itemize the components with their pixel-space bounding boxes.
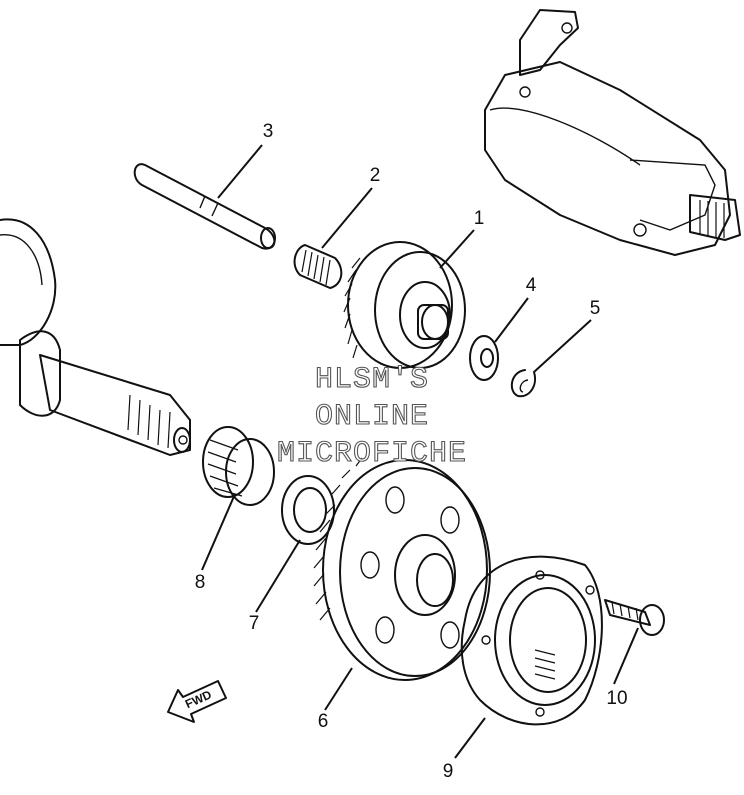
watermark: HLSM'S ONLINE MICROFICHE	[276, 362, 467, 471]
callout-3: 3	[263, 121, 274, 142]
shaft-part-3	[133, 163, 276, 250]
callout-2: 2	[370, 165, 381, 186]
callout-7: 7	[249, 613, 260, 634]
callout-1: 1	[474, 208, 485, 229]
fwd-label: FWD	[183, 687, 214, 711]
callout-8: 8	[195, 572, 206, 593]
forward-direction-badge: FWD	[167, 680, 227, 723]
leader-lines	[201, 144, 639, 759]
callout-10: 10	[606, 688, 627, 709]
needle-bearing-part-2	[293, 244, 343, 289]
idler-gear-part-1	[343, 241, 466, 369]
washer-part-7	[281, 475, 335, 545]
callout-9: 9	[443, 761, 454, 782]
callout-6: 6	[318, 711, 329, 732]
callout-5: 5	[590, 298, 601, 319]
crankshaft	[0, 218, 191, 456]
watermark-line-2: ONLINE	[315, 400, 429, 434]
watermark-line-3: MICROFICHE	[277, 437, 467, 471]
bolt-part-10	[604, 599, 665, 636]
wheel-gear-part-6	[313, 457, 491, 681]
needle-bearing-part-8	[202, 426, 275, 506]
one-way-clutch-part-9	[460, 555, 603, 726]
washer-part-4	[469, 335, 499, 381]
callout-numbers: 3 2 1 4 5 8 7 6 9 10	[195, 121, 628, 782]
starter-motor	[484, 9, 741, 256]
watermark-line-1: HLSM'S	[315, 363, 429, 397]
callout-4: 4	[526, 275, 537, 296]
circlip-part-5	[510, 369, 536, 398]
